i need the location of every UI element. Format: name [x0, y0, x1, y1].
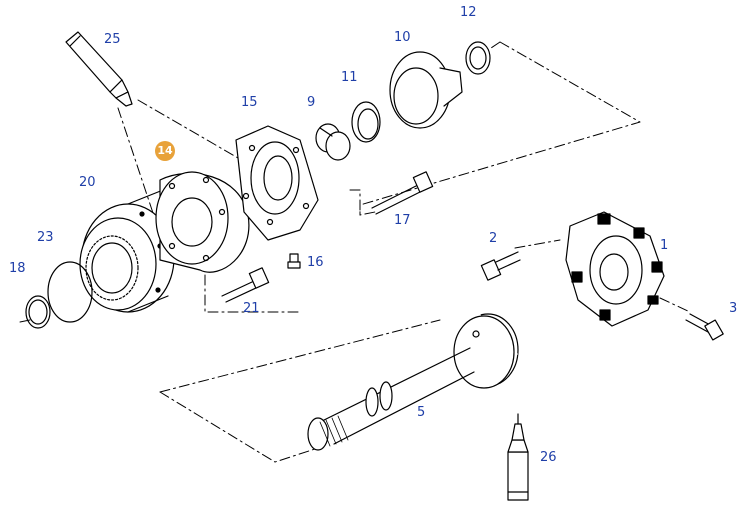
callout-10[interactable]: 10 — [394, 30, 411, 45]
flange-disc-14 — [155, 171, 250, 273]
housing-20 — [79, 187, 175, 313]
callout-20[interactable]: 20 — [79, 175, 96, 190]
bolt-21 — [221, 267, 270, 303]
ring-11 — [351, 101, 381, 143]
callout-25[interactable]: 25 — [104, 32, 121, 47]
bushing-9 — [315, 123, 351, 161]
callout-17[interactable]: 17 — [394, 213, 411, 228]
bolt-2 — [480, 251, 521, 281]
callout-12[interactable]: 12 — [460, 5, 477, 20]
callout-26[interactable]: 26 — [540, 450, 557, 465]
callout-5[interactable]: 5 — [417, 405, 426, 420]
seal-12 — [465, 41, 491, 75]
bolt-3 — [685, 313, 724, 341]
callout-16[interactable]: 16 — [307, 255, 324, 270]
coupling-1 — [565, 211, 665, 327]
bolt-17 — [371, 171, 434, 215]
snap-ring-23 — [47, 261, 93, 323]
callout-2[interactable]: 2 — [489, 231, 498, 246]
callout-23[interactable]: 23 — [37, 230, 54, 245]
circlip-18 — [25, 295, 51, 329]
flange-plate-15 — [235, 125, 319, 241]
shaft-5 — [307, 313, 519, 451]
sealant-tube-26 — [507, 413, 529, 501]
callout-14[interactable]: 14 — [155, 141, 175, 161]
fitting-16 — [287, 253, 301, 269]
cover-10 — [389, 51, 463, 129]
assembly-lines — [19, 41, 691, 463]
callout-9[interactable]: 9 — [307, 95, 316, 110]
callout-11[interactable]: 11 — [341, 70, 358, 85]
sealant-tube-25 — [65, 31, 133, 107]
callout-15[interactable]: 15 — [241, 95, 258, 110]
callout-18[interactable]: 18 — [9, 261, 26, 276]
callout-1[interactable]: 1 — [660, 238, 669, 253]
callout-3[interactable]: 3 — [729, 301, 738, 316]
callout-21[interactable]: 21 — [243, 301, 260, 316]
